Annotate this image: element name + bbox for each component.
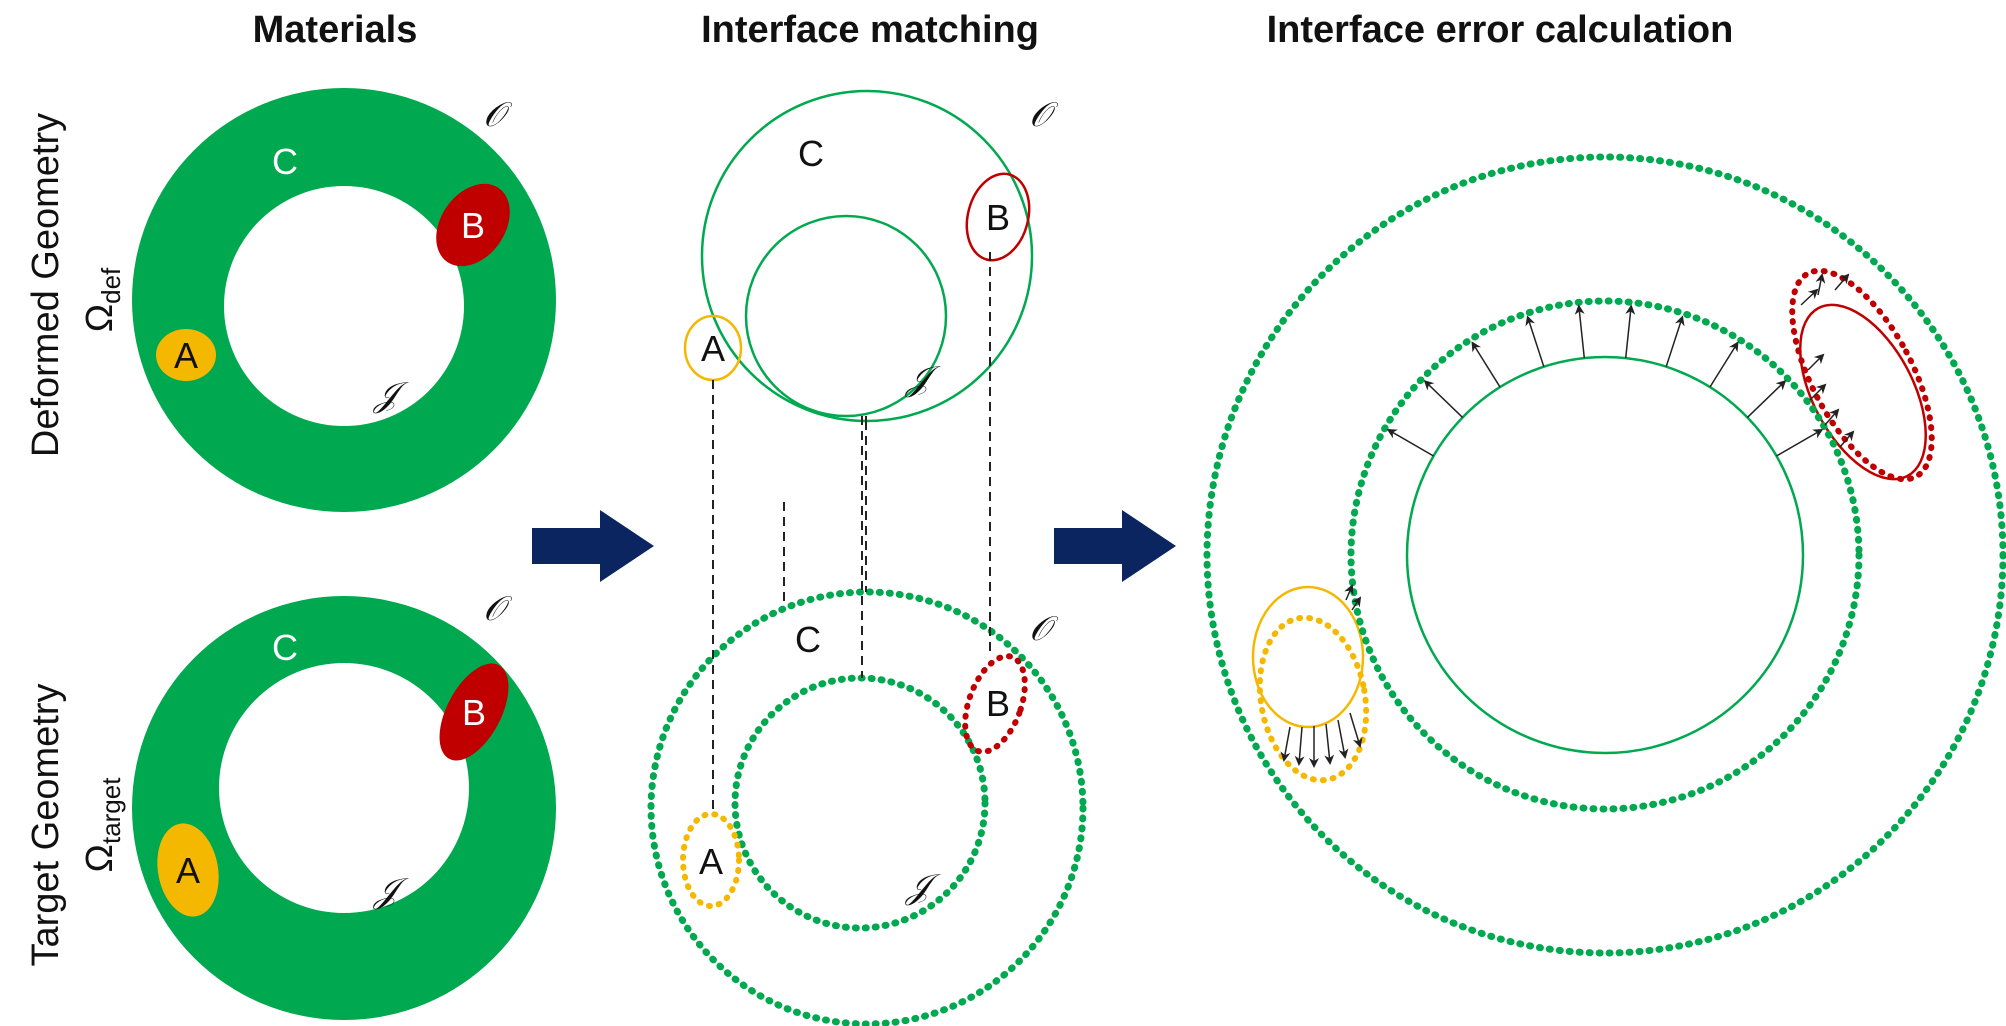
arrow-right-1 [532,510,654,582]
yellow-error-arrow [1294,726,1305,766]
material-b-target [439,663,509,761]
material-a-target [157,823,219,917]
title-interface-matching: Interface matching [701,9,1039,51]
matching-b-deformed [965,172,1031,262]
green-error-arrow [1386,429,1434,457]
match-label-c-target: C [795,619,821,660]
label-outer-deformed: 𝒪 [483,95,512,135]
arrow-right-2 [1054,510,1176,582]
green-error-arrow [1665,315,1685,367]
material-ring-target [132,596,556,1020]
title-interface-error: Interface error calculation [1267,9,1734,51]
yellow-error-arrow [1349,712,1363,748]
red-error-arrow [1824,408,1840,426]
label-a-deformed: A [174,335,198,376]
error-a-solid [1251,585,1365,729]
label-b-deformed: B [461,205,485,246]
matching-b-target [962,653,1028,755]
material-ring-deformed [132,88,556,512]
match-label-a-deformed: A [701,328,725,369]
green-error-arrow [1574,304,1586,359]
error-vector-arrows [1280,273,1855,768]
svg-text:Target Geometry: Target Geometry [25,684,67,967]
red-error-arrow [1800,288,1819,306]
row-label-deformed: Deformed Geometry [25,113,67,457]
error-dotted-shapes [1203,153,2006,957]
green-error-arrow [1471,341,1501,388]
yellow-error-arrow [1324,723,1335,765]
svg-text:Ωtarget: Ωtarget [79,777,126,873]
yellow-error-arrow [1351,596,1362,611]
error-solid-shapes [1251,303,1928,755]
green-error-arrow [1423,379,1464,418]
error-b-dotted [1789,267,1935,483]
title-materials: Materials [253,9,418,51]
label-b-target: B [462,692,486,733]
yellow-error-arrow [1280,726,1291,762]
row-label-target: Target Geometry [25,684,67,967]
label-a-target: A [176,850,200,891]
matching-connectors [712,252,991,814]
svg-text:Ωdef: Ωdef [79,267,126,332]
green-error-arrow [1746,379,1787,418]
red-error-arrow [1834,273,1850,291]
match-label-inner-deformed: 𝒥 [904,359,941,399]
green-error-arrow [1709,341,1739,388]
matching-target [647,588,1087,1026]
yellow-error-arrow [1344,584,1354,601]
yellow-error-arrow [1337,719,1349,759]
matching-deformed [683,89,1034,423]
match-label-outer-target: 𝒪 [1029,609,1058,649]
match-label-c-deformed: C [798,133,824,174]
match-label-a-target: A [699,841,723,882]
green-error-arrow [1624,304,1636,359]
error-a-dotted [1256,614,1370,784]
label-c-deformed: C [272,141,298,182]
material-a-deformed [156,329,216,381]
label-c-target: C [272,627,298,668]
red-error-arrow [1815,273,1826,296]
svg-text:Deformed Geometry: Deformed Geometry [25,113,67,457]
match-label-outer-deformed: 𝒪 [1029,95,1058,135]
red-error-arrow [1809,383,1827,401]
row-symbol-target: Ωtarget [79,777,126,873]
match-label-b-target: B [986,683,1010,724]
row-symbol-deformed: Ωdef [79,267,126,332]
red-error-arrow [1839,430,1855,448]
label-outer-target: 𝒪 [483,589,512,629]
match-label-b-deformed: B [986,197,1010,238]
red-error-arrow [1807,353,1825,371]
green-error-arrow [1525,315,1545,367]
green-error-arrow [1776,429,1824,457]
matching-a-target [680,811,742,909]
material-b-deformed [436,183,510,267]
